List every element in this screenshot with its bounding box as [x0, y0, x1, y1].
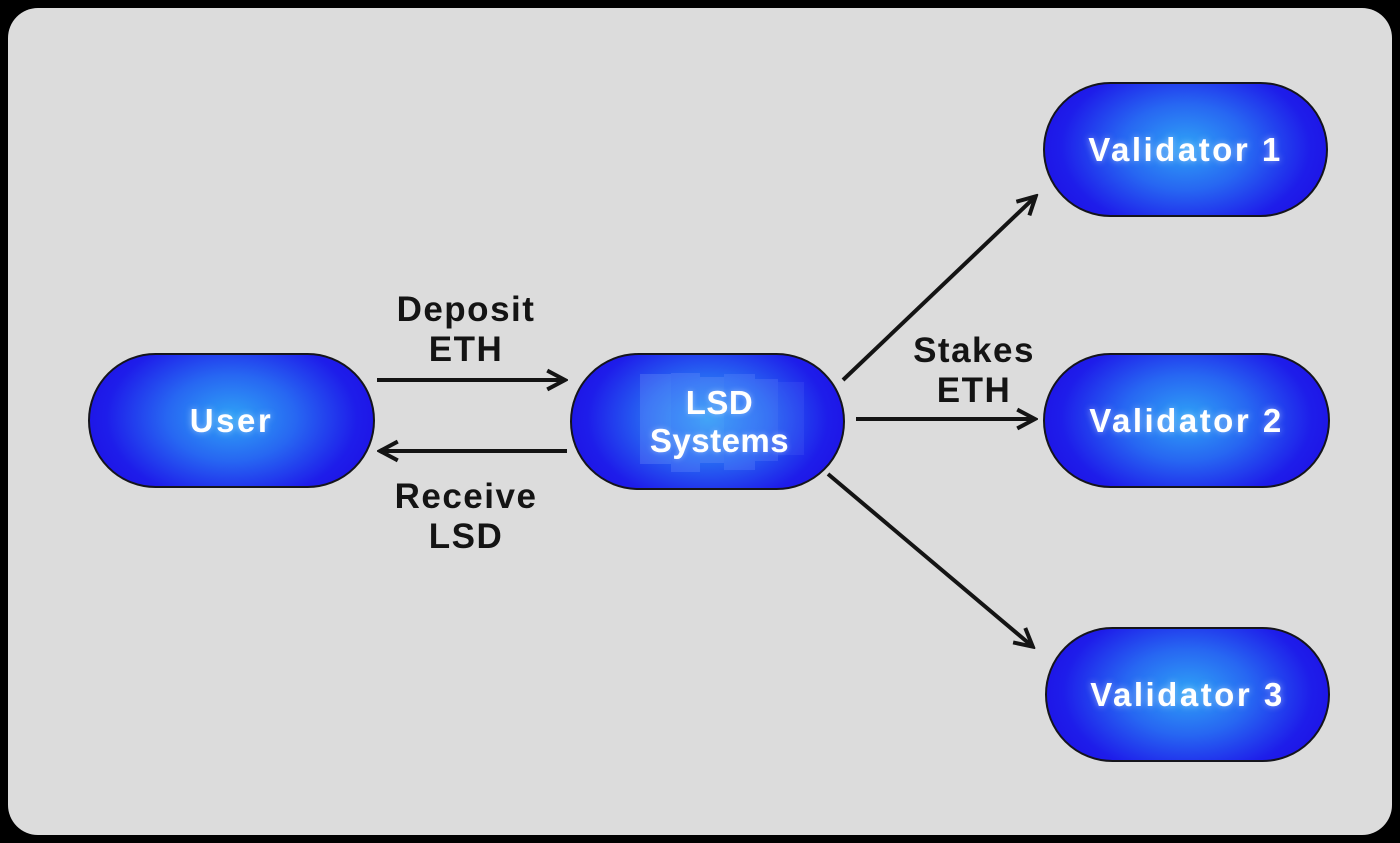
node-validator-2: Validator 2 [1043, 353, 1330, 488]
edge-label-receive-lsd: Receive LSD [356, 477, 576, 557]
edge-label-receive-line2: LSD [428, 517, 504, 556]
edge-label-deposit-line2: ETH [428, 330, 504, 369]
node-validator-3: Validator 3 [1045, 627, 1330, 762]
node-validator-1: Validator 1 [1043, 82, 1328, 217]
node-lsd-label-line2: Systems [649, 421, 790, 459]
node-validator-3-label: Validator 3 [1090, 675, 1285, 713]
node-lsd-label-line1: LSD [685, 383, 754, 421]
arrow-stake-validator-3 [826, 472, 1032, 646]
node-validator-1-label: Validator 1 [1088, 130, 1283, 168]
arrow-stake-validator-1 [841, 197, 1035, 382]
edge-label-deposit-eth: Deposit ETH [356, 290, 576, 370]
edge-label-stakes-line1: Stakes [913, 331, 1035, 370]
edge-label-deposit-line1: Deposit [396, 290, 536, 329]
edge-label-receive-line1: Receive [394, 477, 538, 516]
node-lsd-systems: LSD Systems [570, 353, 845, 490]
edge-label-stakes-line2: ETH [936, 371, 1012, 410]
node-user: User [88, 353, 375, 488]
node-validator-2-label: Validator 2 [1089, 401, 1284, 439]
node-user-label: User [189, 401, 274, 439]
edge-label-stakes-eth: Stakes ETH [866, 331, 1082, 411]
node-lsd-systems-label: LSD Systems [650, 384, 789, 460]
edge-arrows-layer [377, 8, 1392, 835]
diagram-board: User LSD Systems Validator 1 Validator 2… [8, 8, 1392, 835]
